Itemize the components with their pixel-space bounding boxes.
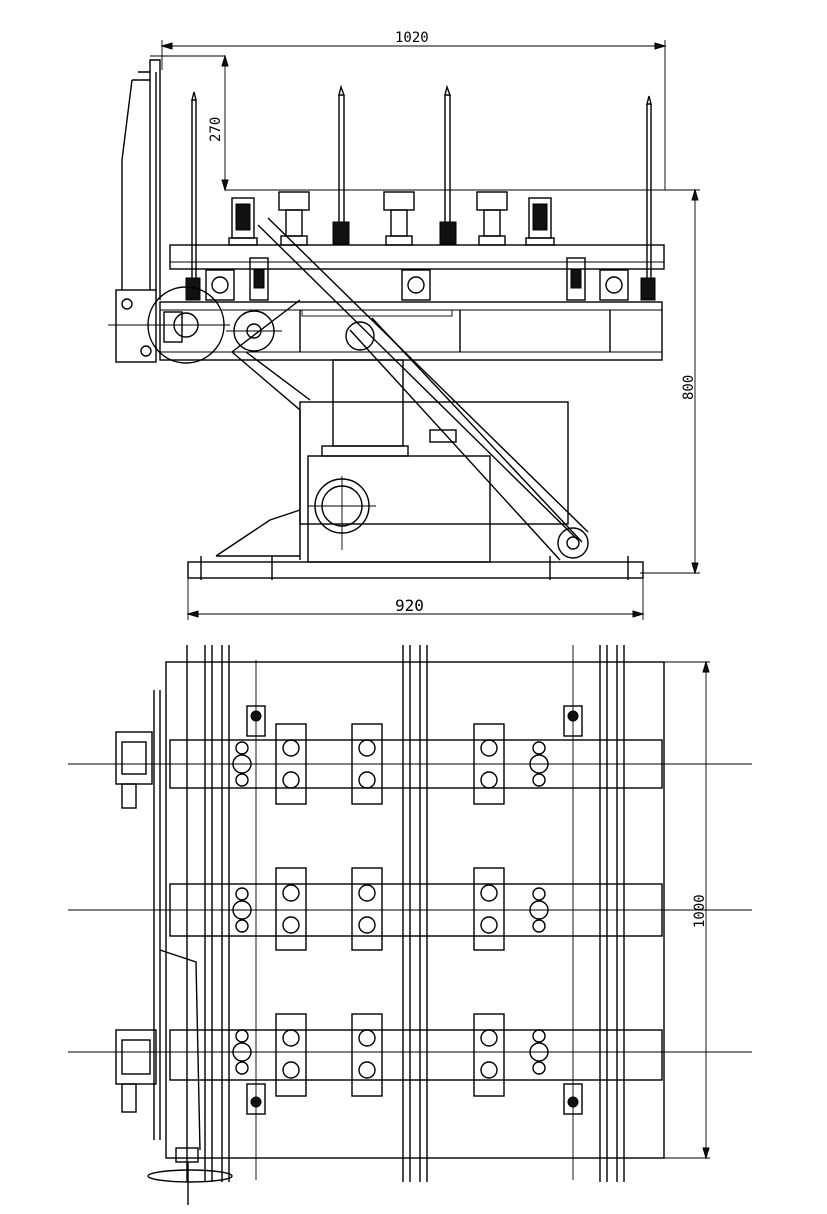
left-guard-frame xyxy=(115,59,161,363)
plan-rails xyxy=(204,645,625,1182)
dimension-270: 270 xyxy=(150,54,229,192)
upper-plate xyxy=(169,244,665,270)
dimension-920: 920 xyxy=(186,578,645,620)
pulley xyxy=(226,310,282,352)
side-elevation-view: 1020 270 800 920 xyxy=(108,30,700,620)
pin-bases xyxy=(185,221,656,301)
plan-outer-frame xyxy=(153,645,665,1182)
dimension-label-1020: 1020 xyxy=(395,30,429,46)
main-beam xyxy=(159,301,663,361)
plan-beams xyxy=(169,739,663,1081)
dimension-1020: 1020 xyxy=(160,30,667,190)
hanging-clamps xyxy=(205,257,629,301)
support-column xyxy=(231,299,569,563)
dimension-label-920: 920 xyxy=(395,596,424,615)
dimension-label-270: 270 xyxy=(208,117,224,142)
base-frame xyxy=(187,509,644,580)
valves xyxy=(228,197,555,246)
hydraulic-cylinder xyxy=(257,217,589,561)
plan-corner-holders xyxy=(246,705,583,1115)
dimension-800: 800 xyxy=(225,188,700,575)
pins xyxy=(191,84,652,278)
plan-clamp-blocks xyxy=(232,723,549,1097)
plan-view: 1000 xyxy=(68,645,752,1205)
pivot-circle xyxy=(108,286,230,364)
top-cups xyxy=(278,191,508,246)
dimension-label-1000: 1000 xyxy=(692,894,708,928)
dimension-label-800: 800 xyxy=(681,375,697,400)
plan-left-assemblies xyxy=(115,731,233,1205)
